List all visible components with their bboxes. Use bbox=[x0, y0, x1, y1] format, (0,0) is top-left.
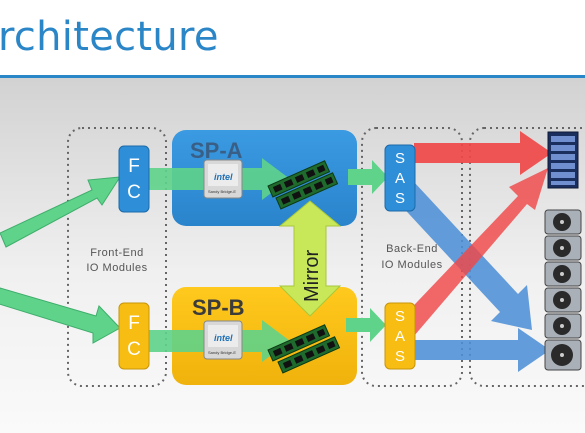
hard-drive-icon bbox=[544, 287, 582, 313]
hard-drive-icon bbox=[544, 235, 582, 261]
front-end-label-line1: Front-End bbox=[90, 247, 143, 259]
drive-stack bbox=[544, 209, 582, 371]
memory-modules-sp-b bbox=[267, 324, 341, 374]
fc-module-bottom: F C bbox=[118, 302, 150, 370]
cpu-brand-label: intel bbox=[214, 333, 233, 343]
arrow-sas-bottom-to-top-shelf bbox=[398, 168, 548, 336]
hard-drive-icon bbox=[544, 209, 582, 235]
fc-top-letter-c: C bbox=[127, 182, 141, 203]
back-end-label-line1: Back-End bbox=[386, 243, 438, 255]
cpu-chip-sp-a: intel Sandy Bridge-E bbox=[203, 159, 243, 199]
host-arrow-top bbox=[0, 176, 121, 248]
sas-module-top: S A S bbox=[384, 144, 416, 212]
mirror-arrow bbox=[278, 200, 342, 317]
cpu-model-label: Sandy Bridge-E bbox=[208, 189, 236, 194]
arrow-sas-bottom-to-bottom-shelf bbox=[414, 328, 550, 372]
sas-top-letter-3: S bbox=[395, 190, 405, 207]
cpu-model-label: Sandy Bridge-E bbox=[208, 350, 236, 355]
hard-drive-icon bbox=[544, 339, 582, 371]
cpu-chip-sp-b: intel Sandy Bridge-E bbox=[203, 320, 243, 360]
sp-b-title: SP-B bbox=[192, 295, 245, 320]
title-rule bbox=[0, 75, 585, 78]
arrow-sas-top-to-top-shelf bbox=[414, 131, 552, 175]
sp-b-to-sas-arrow bbox=[346, 308, 386, 342]
fc-bottom-letter-c: C bbox=[127, 339, 141, 360]
front-end-label-line2: IO Modules bbox=[86, 262, 147, 274]
sas-bottom-letter-3: S bbox=[395, 348, 405, 365]
fc-module-top: F C bbox=[118, 145, 150, 213]
sp-a-title: SP-A bbox=[190, 138, 243, 163]
sas-bottom-letter-1: S bbox=[395, 308, 405, 325]
sas-top-letter-2: A bbox=[395, 170, 405, 187]
cpu-brand-label: intel bbox=[214, 172, 233, 182]
back-end-label-line2: IO Modules bbox=[381, 259, 442, 271]
sas-to-storage-arrows bbox=[396, 131, 552, 372]
disk-shelf-icon bbox=[547, 131, 579, 189]
fc-top-letter-f: F bbox=[128, 156, 140, 177]
storage-group bbox=[469, 127, 585, 387]
hard-drive-icon bbox=[544, 261, 582, 287]
fc-bottom-letter-f: F bbox=[128, 313, 140, 334]
sas-module-bottom: S A S bbox=[384, 302, 416, 370]
front-end-group bbox=[67, 127, 167, 387]
sas-bottom-letter-2: A bbox=[395, 328, 405, 345]
memory-modules-sp-a bbox=[267, 160, 339, 210]
mirror-label: Mirror bbox=[301, 249, 323, 302]
host-arrow-bottom bbox=[0, 287, 121, 344]
sp-a-to-sas-arrow bbox=[348, 160, 388, 194]
back-end-group bbox=[361, 127, 463, 387]
hard-drive-icon bbox=[544, 313, 582, 339]
sas-top-letter-1: S bbox=[395, 150, 405, 167]
slide-title: rchitecture bbox=[0, 14, 219, 60]
